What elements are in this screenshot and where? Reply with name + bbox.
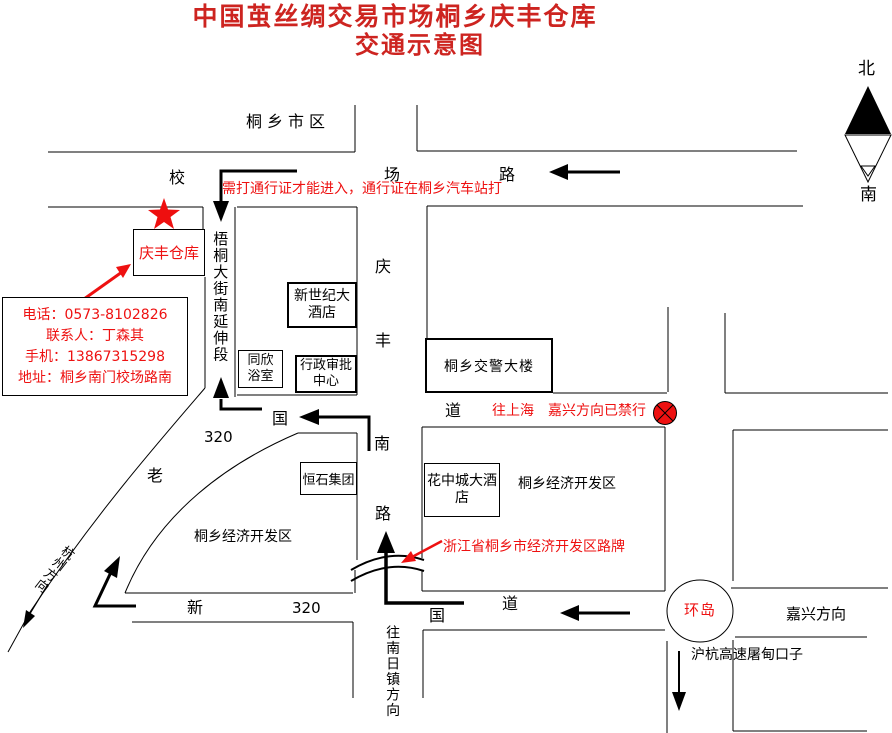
compass-north-label: 北 (858, 59, 875, 79)
arrow-sign-to-bridge (401, 539, 443, 563)
arrow-wutong-north (213, 377, 262, 411)
huazhongcheng-hotel-box: 花中城大酒 店 (424, 463, 500, 517)
compass-south-label: 南 (860, 185, 877, 205)
road-old320-char1: 老 (147, 466, 164, 485)
road-wutong-label: 梧桐大街南延伸段 (211, 231, 230, 363)
nanri-direction-label: 往南日镇方向 (384, 625, 401, 718)
arrow-hangzhou-direction (23, 583, 49, 628)
hengshi-group-box: 恒石集团 (300, 462, 357, 495)
admin-center-box: 行政审批 中心 (295, 355, 357, 393)
devzone-right-label: 桐乡经济开发区 (518, 476, 616, 492)
arrow-contact-to-warehouse (83, 264, 131, 301)
star-icon (148, 198, 180, 229)
road-qingfeng-char3: 南 (374, 434, 391, 453)
road-qingfeng-char2: 丰 (375, 331, 392, 350)
arrow-turn-onto-old320 (92, 556, 136, 608)
contact-info-box: 电话：0573-8102826 联系人：丁森其 手机：13867315298 地… (2, 297, 188, 396)
arrow-xiaochang-west (549, 164, 620, 180)
expressway-label: 沪杭高速屠甸口子 (691, 647, 803, 663)
old320-outer-curve (7, 387, 206, 653)
road-xiaochang-char3: 路 (499, 165, 516, 184)
banned-direction-note: 往上海 嘉兴方向已禁行 (492, 403, 646, 419)
arrow-expressway-south (672, 651, 686, 711)
road-old320-char3: 道 (445, 401, 462, 420)
arrow-guodao-west-turn (299, 409, 371, 451)
old320-inner-curve (124, 432, 299, 594)
road-qingfeng-char1: 庆 (375, 257, 392, 276)
contact-address: 地址：桐乡南门校场路南 (18, 370, 172, 386)
warehouse-label: 庆丰仓库 (138, 244, 199, 262)
contact-mobile: 手机：13867315298 (25, 349, 165, 365)
road-new320-char2: 国 (429, 606, 446, 625)
road-new320-char1: 新 (187, 598, 204, 617)
jiaxing-direction-label: 嘉兴方向 (786, 605, 847, 623)
devzone-left-label: 桐乡经济开发区 (194, 529, 292, 545)
contact-phone: 电话：0573-8102826 (22, 307, 168, 323)
roundabout-label: 环岛 (684, 601, 717, 619)
arrow-turn-into-wutong (213, 169, 297, 222)
new-century-hotel-box: 新世纪大 酒店 (287, 282, 357, 328)
page-subtitle: 交通示意图 (355, 30, 485, 59)
arrow-new320-west (560, 605, 630, 621)
police-building-box: 桐乡交警大楼 (425, 338, 553, 393)
route-arrows (23, 164, 686, 711)
road-new320-num: 320 (292, 599, 321, 617)
city-area-label: 桐乡市区 (246, 112, 331, 131)
devzone-sign-note: 浙江省桐乡市经济开发区路牌 (443, 539, 625, 555)
arrow-bridge-north (377, 531, 464, 605)
road-xiaochang-char2: 场 (384, 165, 401, 184)
road-new320-char3: 道 (502, 594, 519, 613)
road-old320-char2: 国 (272, 409, 289, 428)
contact-person: 联系人：丁森其 (46, 328, 144, 344)
tongxin-bath-box: 同欣 浴室 (238, 350, 283, 388)
compass-icon (844, 86, 892, 184)
road-old320-num: 320 (204, 428, 233, 446)
permit-note: 需打通行证才能进入，通行证在桐乡汽车站打 (222, 181, 502, 197)
road-xiaochang-char1: 校 (169, 168, 186, 187)
roundabout-circle (666, 579, 734, 643)
road-qingfeng-char4: 路 (375, 504, 392, 523)
no-entry-icon (653, 401, 677, 425)
page-title: 中国茧丝绸交易市场桐乡庆丰仓库 (192, 2, 598, 31)
red-pointer-arrows (83, 264, 443, 563)
warehouse-box: 庆丰仓库 (133, 229, 205, 276)
